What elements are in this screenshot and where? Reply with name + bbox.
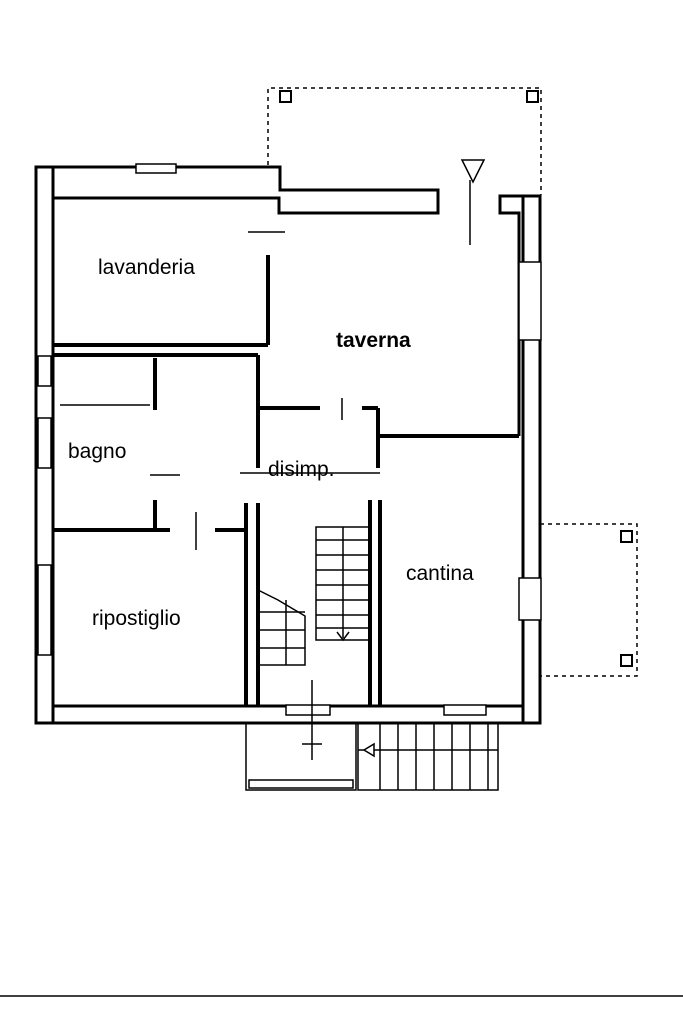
porch-right [540, 523, 638, 677]
pillar-right-top [620, 530, 633, 543]
pillar-top-right [526, 90, 539, 103]
pillar-right-bottom [620, 654, 633, 667]
pillar-top-left [279, 90, 292, 103]
room-label-ripostiglio: ripostiglio [92, 607, 181, 630]
room-label-bagno: bagno [68, 440, 126, 463]
windows [37, 163, 542, 716]
room-label-cantina: cantina [406, 562, 474, 585]
room-label-lavanderia: lavanderia [98, 256, 195, 279]
door-marks [60, 159, 486, 550]
staircase [257, 526, 371, 666]
room-label-disimp: disimp. [268, 458, 335, 481]
porch-top [267, 87, 542, 195]
entrance [245, 680, 499, 791]
room-label-taverna: taverna [336, 329, 411, 352]
